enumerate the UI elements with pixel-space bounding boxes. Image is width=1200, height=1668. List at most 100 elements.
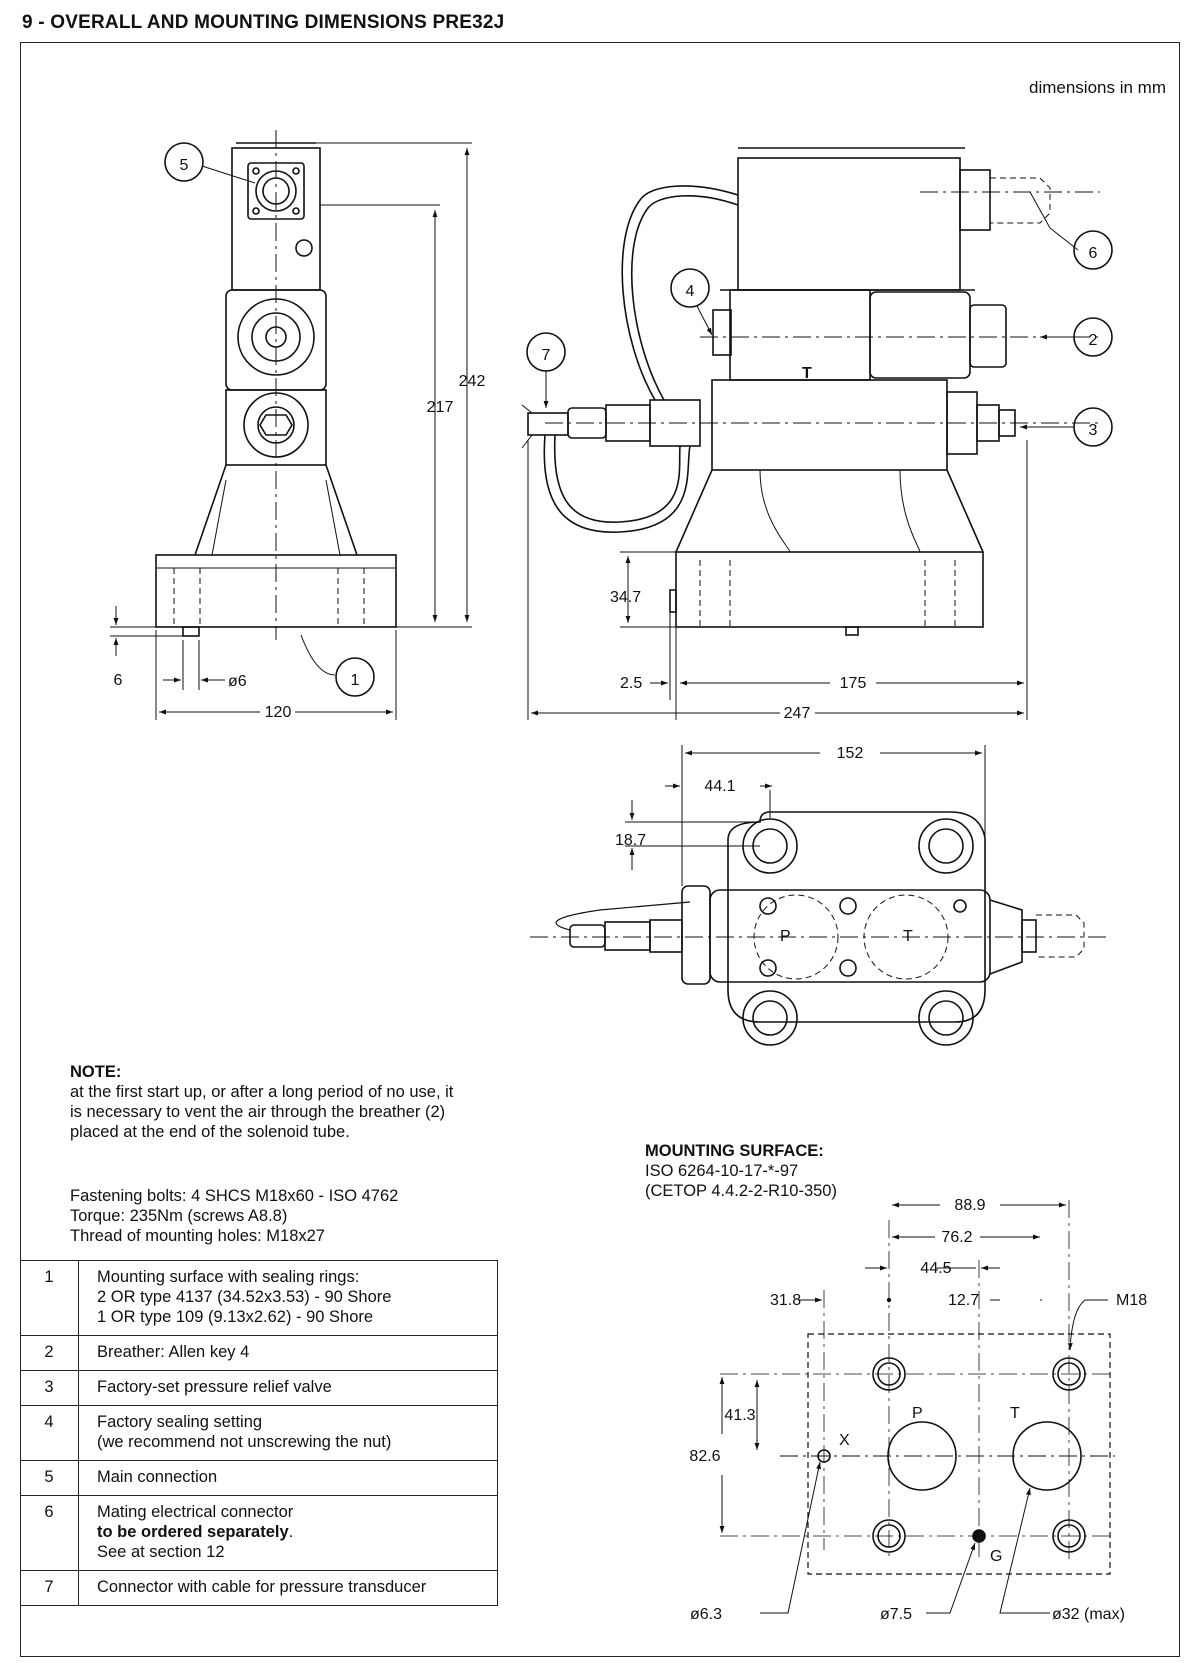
top-view [530,745,1110,1046]
mount-p-label: P [912,1405,923,1422]
part-number: 4 [20,1405,79,1461]
part-line: Factory-set pressure relief valve [97,1378,332,1396]
note-line: is necessary to vent the air through the… [70,1103,446,1121]
note-line: at the first start up, or after a long p… [70,1083,454,1101]
mounting-surface-drawing [719,1200,1115,1614]
callout-3-circle [1073,407,1113,447]
dim-2-5: 2.5 [620,675,642,692]
callout-1: 1 [351,672,360,689]
dim-44-5: 44.5 [920,1260,951,1277]
side-view [521,147,1100,720]
dim-m18: M18 [1116,1292,1147,1309]
dim-242: 242 [459,373,486,390]
dim-120: 120 [265,704,292,721]
valve-t-label: T [802,365,812,382]
callout-5: 5 [180,157,189,174]
dim-82-6: 82.6 [689,1448,720,1465]
part-line: Breather: Allen key 4 [97,1343,250,1361]
part-line: 2 OR type 4137 (34.52x3.53) - 90 Shore [97,1288,392,1306]
dim-247: 247 [784,705,811,722]
mounting-heading: MOUNTING SURFACE: [645,1142,824,1160]
callout-7-circle [526,332,566,372]
dim-34-7: 34.7 [610,589,641,606]
mount-t-label: T [1010,1405,1020,1422]
dim-76-2: 76.2 [941,1229,972,1246]
dim-31-8: 31.8 [770,1292,801,1309]
table-row: 6 Mating electrical connector to be orde… [20,1495,498,1571]
fastening-info: Fastening bolts: 4 SHCS M18x60 - ISO 476… [70,1186,398,1246]
callout-7: 7 [542,347,551,364]
note-line: placed at the end of the solenoid tube. [70,1123,350,1141]
callout-3: 3 [1089,422,1098,439]
thread-line: Thread of mounting holes: M18x27 [70,1227,325,1245]
callout-5-circle [164,142,204,182]
part-number: 5 [20,1460,79,1496]
dim-12-7: 12.7 [948,1292,979,1309]
part-description: Connector with cable for pressure transd… [78,1570,498,1606]
dim-o6: ø6 [228,673,247,690]
part-line: (we recommend not unscrewing the nut) [97,1433,392,1451]
dim-o7-5: ø7.5 [880,1606,912,1623]
dim-o6-3: ø6.3 [690,1606,722,1623]
callout-6-circle [1073,230,1113,270]
mount-x-label: X [839,1432,850,1449]
callout-1-circle [335,657,375,697]
part-description: Mounting surface with sealing rings: 2 O… [78,1260,498,1336]
table-row: 4 Factory sealing setting (we recommend … [20,1405,498,1461]
callout-2-circle [1073,317,1113,357]
dim-88-9: 88.9 [954,1197,985,1214]
dim-18-7: 18.7 [615,832,646,849]
torque-line: Torque: 235Nm (screws A8.8) [70,1207,288,1225]
topview-t-label: T [903,928,913,945]
part-line: Main connection [97,1468,218,1486]
bolts-line: Fastening bolts: 4 SHCS M18x60 - ISO 476… [70,1187,399,1205]
part-line: 1 OR type 109 (9.13x2.62) - 90 Shore [97,1308,374,1326]
part-description: Mating electrical connector to be ordere… [78,1495,498,1571]
dim-152: 152 [837,745,864,762]
callout-4: 4 [686,283,695,300]
table-row: 3 Factory-set pressure relief valve [20,1370,498,1406]
table-row: 5 Main connection [20,1460,498,1496]
part-line: Mounting surface with sealing rings: [97,1268,360,1286]
part-number: 1 [20,1260,79,1336]
units-note: dimensions in mm [1029,78,1166,97]
callout-2: 2 [1089,332,1098,349]
part-number: 3 [20,1370,79,1406]
note-block: NOTE: at the first start up, or after a … [70,1062,510,1142]
part-description: Factory-set pressure relief valve [78,1370,498,1406]
part-number: 6 [20,1495,79,1571]
dim-44-1: 44.1 [704,778,735,795]
note-heading: NOTE: [70,1063,122,1081]
part-description: Main connection [78,1460,498,1496]
part-line: Factory sealing setting [97,1413,263,1431]
part-line: Mating electrical connector [97,1503,294,1521]
table-row: 2 Breather: Allen key 4 [20,1335,498,1371]
drawing-frame [20,42,1180,1657]
dim-6: 6 [114,672,123,689]
parts-table: 1 Mounting surface with sealing rings: 2… [20,1260,498,1606]
mount-g-label: G [990,1548,1002,1565]
dim-41-3: 41.3 [724,1407,755,1424]
callout-4-circle [670,268,710,308]
mounting-standard: ISO 6264-10-17-*-97 [645,1162,799,1180]
part-number: 2 [20,1335,79,1371]
dim-o32: ø32 (max) [1052,1606,1125,1623]
part-line: See at section 12 [97,1543,225,1561]
mounting-cetop: (CETOP 4.4.2-2-R10-350) [645,1182,837,1200]
front-view [110,130,472,720]
part-description: Breather: Allen key 4 [78,1335,498,1371]
dim-217: 217 [427,399,454,416]
part-description: Factory sealing setting (we recommend no… [78,1405,498,1461]
part-number: 7 [20,1570,79,1606]
part-line: Connector with cable for pressure transd… [97,1578,427,1596]
table-row: 7 Connector with cable for pressure tran… [20,1570,498,1606]
callouts [164,142,1113,697]
dim-175: 175 [840,675,867,692]
order-note-tail: . [288,1523,294,1541]
mounting-surface-info: MOUNTING SURFACE: ISO 6264-10-17-*-97 (C… [645,1141,837,1201]
order-note-bold: to be ordered separately [97,1523,289,1541]
part-line: to be ordered separately. [97,1522,497,1542]
callout-6: 6 [1089,245,1098,262]
topview-p-label: P [780,928,791,945]
